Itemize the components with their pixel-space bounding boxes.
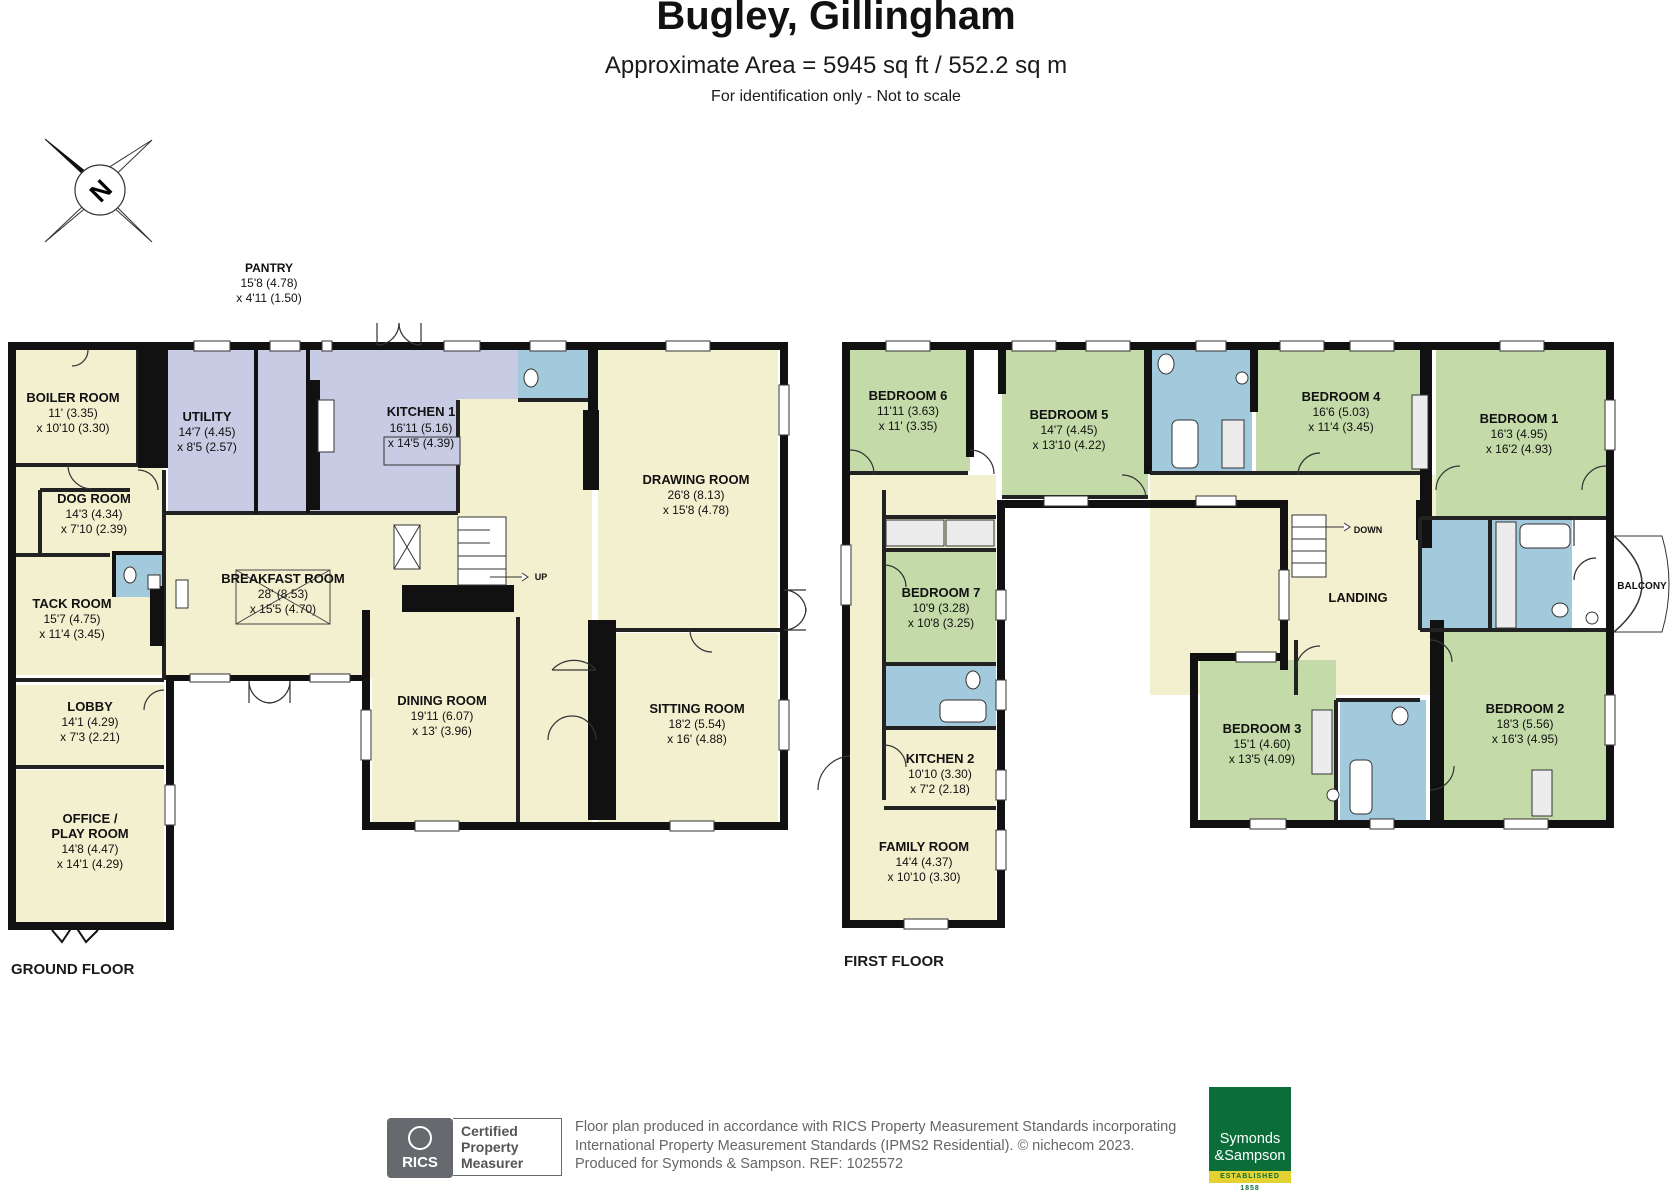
pantry-name: PANTRY — [245, 261, 293, 275]
brand-line-1: Symonds — [1219, 1131, 1281, 1147]
bedroom1-name: BEDROOM 1 — [1480, 411, 1559, 426]
family-room-dim2: x 10'10 (3.30) — [887, 870, 960, 884]
plan-title: Bugley, Gillingham — [656, 0, 1016, 38]
utility-dim2: x 8'5 (2.57) — [177, 440, 237, 454]
family-room-name: FAMILY ROOM — [879, 839, 969, 854]
footer-line-2: International Property Measurement Stand… — [575, 1137, 1135, 1154]
pantry-dim2: x 4'11 (1.50) — [236, 291, 301, 305]
bedroom2-dim1: 18'3 (5.56) — [1497, 717, 1554, 731]
brand-line-2: &Sampson — [1214, 1148, 1286, 1164]
ground-floor — [8, 322, 807, 944]
boiler-room-dim2: x 10'10 (3.30) — [36, 421, 109, 435]
sitting-room-name: SITTING ROOM — [649, 701, 744, 716]
bedroom7-dim2: x 10'8 (3.25) — [908, 616, 974, 630]
lobby-dim1: 14'1 (4.29) — [62, 715, 119, 729]
drawing-room-name: DRAWING ROOM — [643, 472, 750, 487]
bedroom2-name: BEDROOM 2 — [1486, 701, 1565, 716]
boiler-room-name: BOILER ROOM — [26, 390, 119, 405]
bedroom3-name: BEDROOM 3 — [1223, 721, 1302, 736]
balcony-name: BALCONY — [1617, 581, 1667, 592]
dog-room-dim2: x 7'10 (2.39) — [61, 522, 127, 536]
utility-dim1: 14'7 (4.45) — [179, 425, 236, 439]
footer-disclaimer: Floor plan produced in accordance with R… — [575, 1118, 1215, 1174]
sitting-room-dim1: 18'2 (5.54) — [669, 717, 726, 731]
office-name: OFFICE / — [63, 811, 118, 826]
bedroom3-dim1: 15'1 (4.60) — [1234, 737, 1291, 751]
bedroom6-dim1: 11'11 (3.63) — [877, 404, 939, 418]
breakfast-room-dim2: x 15'5 (4.70) — [250, 602, 316, 616]
utility-name: UTILITY — [182, 409, 231, 424]
bedroom1-dim1: 16'3 (4.95) — [1491, 427, 1548, 441]
stairs-up-label: UP — [535, 572, 548, 582]
rics-emblem-icon — [408, 1126, 432, 1150]
breakfast-room-dim1: 28' (8.53) — [258, 587, 308, 601]
kitchen2-name: KITCHEN 2 — [906, 751, 975, 766]
bedroom1-dim2: x 16'2 (4.93) — [1486, 442, 1552, 456]
dining-room-dim2: x 13' (3.96) — [412, 724, 472, 738]
office-name2: PLAY ROOM — [51, 826, 128, 841]
boiler-room-dim1: 11' (3.35) — [48, 406, 97, 420]
breakfast-room-name: BREAKFAST ROOM — [221, 571, 345, 586]
office-dim1: 14'8 (4.47) — [62, 842, 119, 856]
certified-property-measurer: Certified Property Measurer — [453, 1118, 562, 1176]
compass-icon: N — [44, 138, 153, 243]
tack-room-dim2: x 11'4 (3.45) — [39, 627, 104, 641]
landing-name: LANDING — [1328, 590, 1387, 605]
bedroom4-name: BEDROOM 4 — [1302, 389, 1382, 404]
family-room-dim1: 14'4 (4.37) — [896, 855, 953, 869]
bedroom5-dim1: 14'7 (4.45) — [1041, 423, 1098, 437]
pantry-dim1: 15'8 (4.78) — [241, 276, 298, 290]
kitchen1-name: KITCHEN 1 — [387, 404, 456, 419]
bedroom5-dim2: x 13'10 (4.22) — [1032, 438, 1105, 452]
cert-line-3: Measurer — [461, 1155, 524, 1171]
bedroom7-dim1: 10'9 (3.28) — [913, 601, 970, 615]
first-floor-label: FIRST FLOOR — [844, 953, 944, 970]
kitchen2-dim2: x 7'2 (2.18) — [910, 782, 970, 796]
dining-room-dim1: 19'11 (6.07) — [411, 709, 474, 723]
bedroom4-dim2: x 11'4 (3.45) — [1308, 420, 1373, 434]
cert-line-2: Property — [461, 1139, 519, 1155]
footer-line-1: Floor plan produced in accordance with R… — [575, 1119, 1177, 1135]
lobby-name: LOBBY — [67, 699, 113, 714]
ground-floor-label: GROUND FLOOR — [11, 961, 135, 978]
rics-logo: RICS — [387, 1118, 453, 1178]
bedroom7-name: BEDROOM 7 — [902, 585, 981, 600]
kitchen1-dim1: 16'11 (5.16) — [390, 421, 453, 435]
cert-line-1: Certified — [461, 1123, 518, 1139]
office-dim2: x 14'1 (4.29) — [57, 857, 123, 871]
kitchen2-dim1: 10'10 (3.30) — [908, 767, 972, 781]
bedroom3-dim2: x 13'5 (4.09) — [1229, 752, 1295, 766]
brand-established: ESTABLISHED 1858 — [1209, 1171, 1291, 1192]
first-floor — [817, 340, 1670, 930]
footer-line-3: Produced for Symonds & Sampson. REF: 102… — [575, 1156, 904, 1172]
stairs-down-label: DOWN — [1354, 525, 1383, 535]
lobby-dim2: x 7'3 (2.21) — [60, 730, 120, 744]
approximate-area: Approximate Area = 5945 sq ft / 552.2 sq… — [604, 52, 1068, 79]
kitchen1-dim2: x 14'5 (4.39) — [388, 436, 454, 450]
bedroom2-dim2: x 16'3 (4.95) — [1492, 732, 1558, 746]
bedroom4-dim1: 16'6 (5.03) — [1313, 405, 1370, 419]
rics-certified-badge: RICS Certified Property Measurer — [387, 1118, 562, 1178]
sitting-room-dim2: x 16' (4.88) — [667, 732, 727, 746]
drawing-room-dim1: 26'8 (8.13) — [668, 488, 725, 502]
tack-room-dim1: 15'7 (4.75) — [44, 612, 101, 626]
symonds-sampson-logo: Symonds &Sampson ESTABLISHED 1858 — [1209, 1087, 1291, 1192]
dining-room-name: DINING ROOM — [397, 693, 487, 708]
dog-room-dim1: 14'3 (4.34) — [66, 507, 123, 521]
bedroom6-dim2: x 11' (3.35) — [879, 419, 938, 433]
rics-logo-text: RICS — [402, 1154, 438, 1171]
disclaimer-note: For identification only - Not to scale — [711, 88, 961, 105]
drawing-room-dim2: x 15'8 (4.78) — [663, 503, 729, 517]
dog-room-name: DOG ROOM — [57, 491, 131, 506]
bedroom6-name: BEDROOM 6 — [869, 388, 948, 403]
tack-room-name: TACK ROOM — [32, 596, 111, 611]
bedroom5-name: BEDROOM 5 — [1030, 407, 1109, 422]
